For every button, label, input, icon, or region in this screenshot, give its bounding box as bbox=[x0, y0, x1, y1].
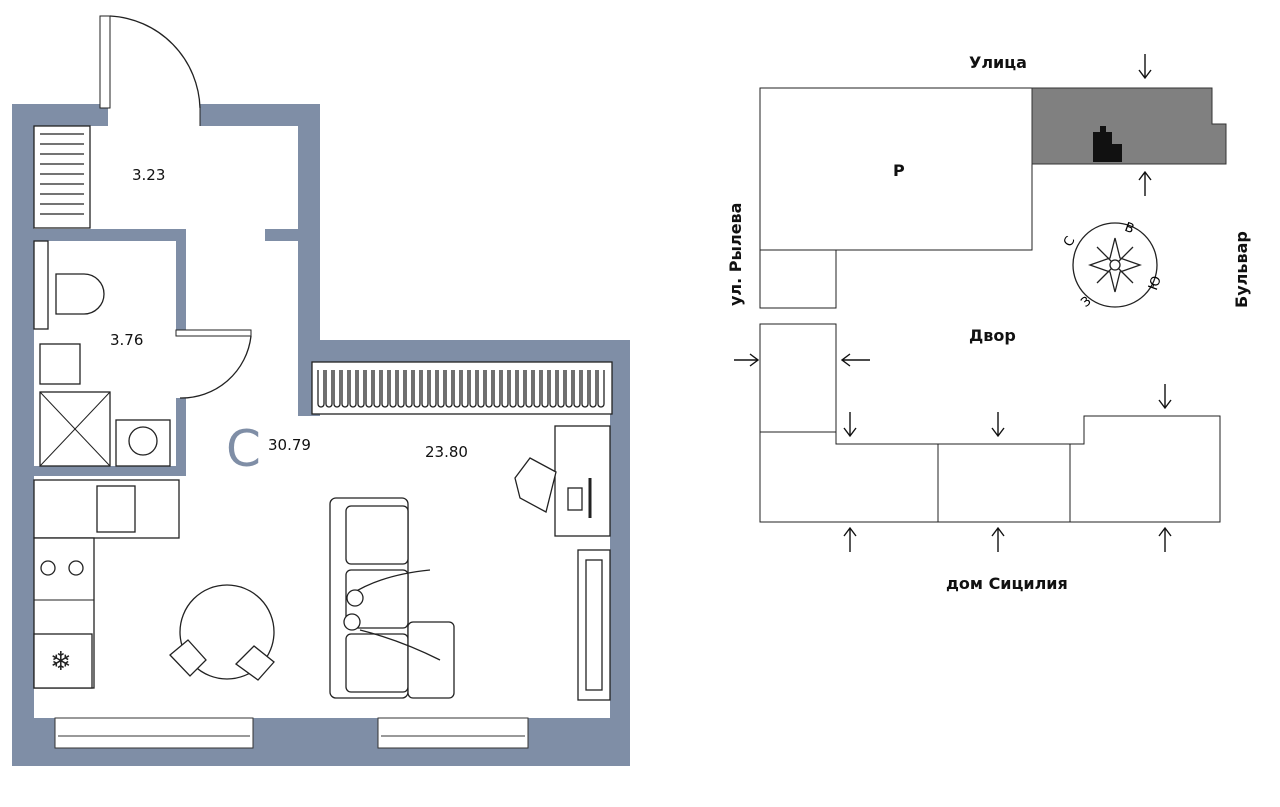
total-letter: С bbox=[226, 420, 261, 478]
building-icon bbox=[1093, 126, 1122, 162]
street-right-label: Бульвар bbox=[1232, 231, 1251, 308]
block-small bbox=[759, 249, 837, 309]
total-area: 30.79 bbox=[268, 436, 311, 454]
living-area: 23.80 bbox=[425, 443, 468, 461]
hall-area: 3.23 bbox=[132, 166, 165, 184]
entrance-arrows bbox=[734, 54, 1172, 552]
bathroom-fixtures bbox=[33, 240, 171, 467]
building-bottom-label: дом Сицилия bbox=[946, 574, 1068, 593]
compass-north: С bbox=[1061, 234, 1079, 249]
compass-rose: С В Ю З bbox=[1061, 220, 1165, 311]
highlighted-building bbox=[1031, 87, 1227, 165]
sofa bbox=[329, 497, 455, 699]
street-top-label: Улица bbox=[969, 53, 1027, 72]
courtyard-label: Двор bbox=[969, 326, 1016, 345]
compass-west: З bbox=[1078, 294, 1094, 311]
block-west bbox=[759, 323, 837, 433]
room-labels: 3.23 3.76 23.80 С 30.79 bbox=[110, 166, 468, 478]
kitchen-unit: ❄ bbox=[33, 479, 180, 689]
tv-cabinet bbox=[577, 549, 611, 701]
work-desk bbox=[514, 425, 611, 537]
snowflake-icon: ❄ bbox=[50, 647, 72, 677]
bathroom-door[interactable] bbox=[175, 329, 252, 399]
block-r bbox=[759, 87, 1033, 251]
block-r-label: Р bbox=[893, 161, 905, 180]
compass-south: Ю bbox=[1146, 274, 1165, 292]
exterior-walls bbox=[12, 104, 630, 766]
floor-plan: ❄ bbox=[12, 15, 630, 766]
bathroom-area: 3.76 bbox=[110, 331, 143, 349]
block-south bbox=[759, 415, 1221, 523]
radiator bbox=[311, 361, 613, 415]
street-left-label: ул. Рылева bbox=[726, 203, 745, 306]
compass-east: В bbox=[1123, 220, 1137, 237]
entrance-door[interactable] bbox=[99, 15, 201, 126]
wardrobe bbox=[33, 125, 91, 229]
site-plan: Р С В Ю З bbox=[726, 53, 1251, 593]
bathroom-walls bbox=[34, 229, 186, 476]
dining-table bbox=[169, 584, 275, 681]
